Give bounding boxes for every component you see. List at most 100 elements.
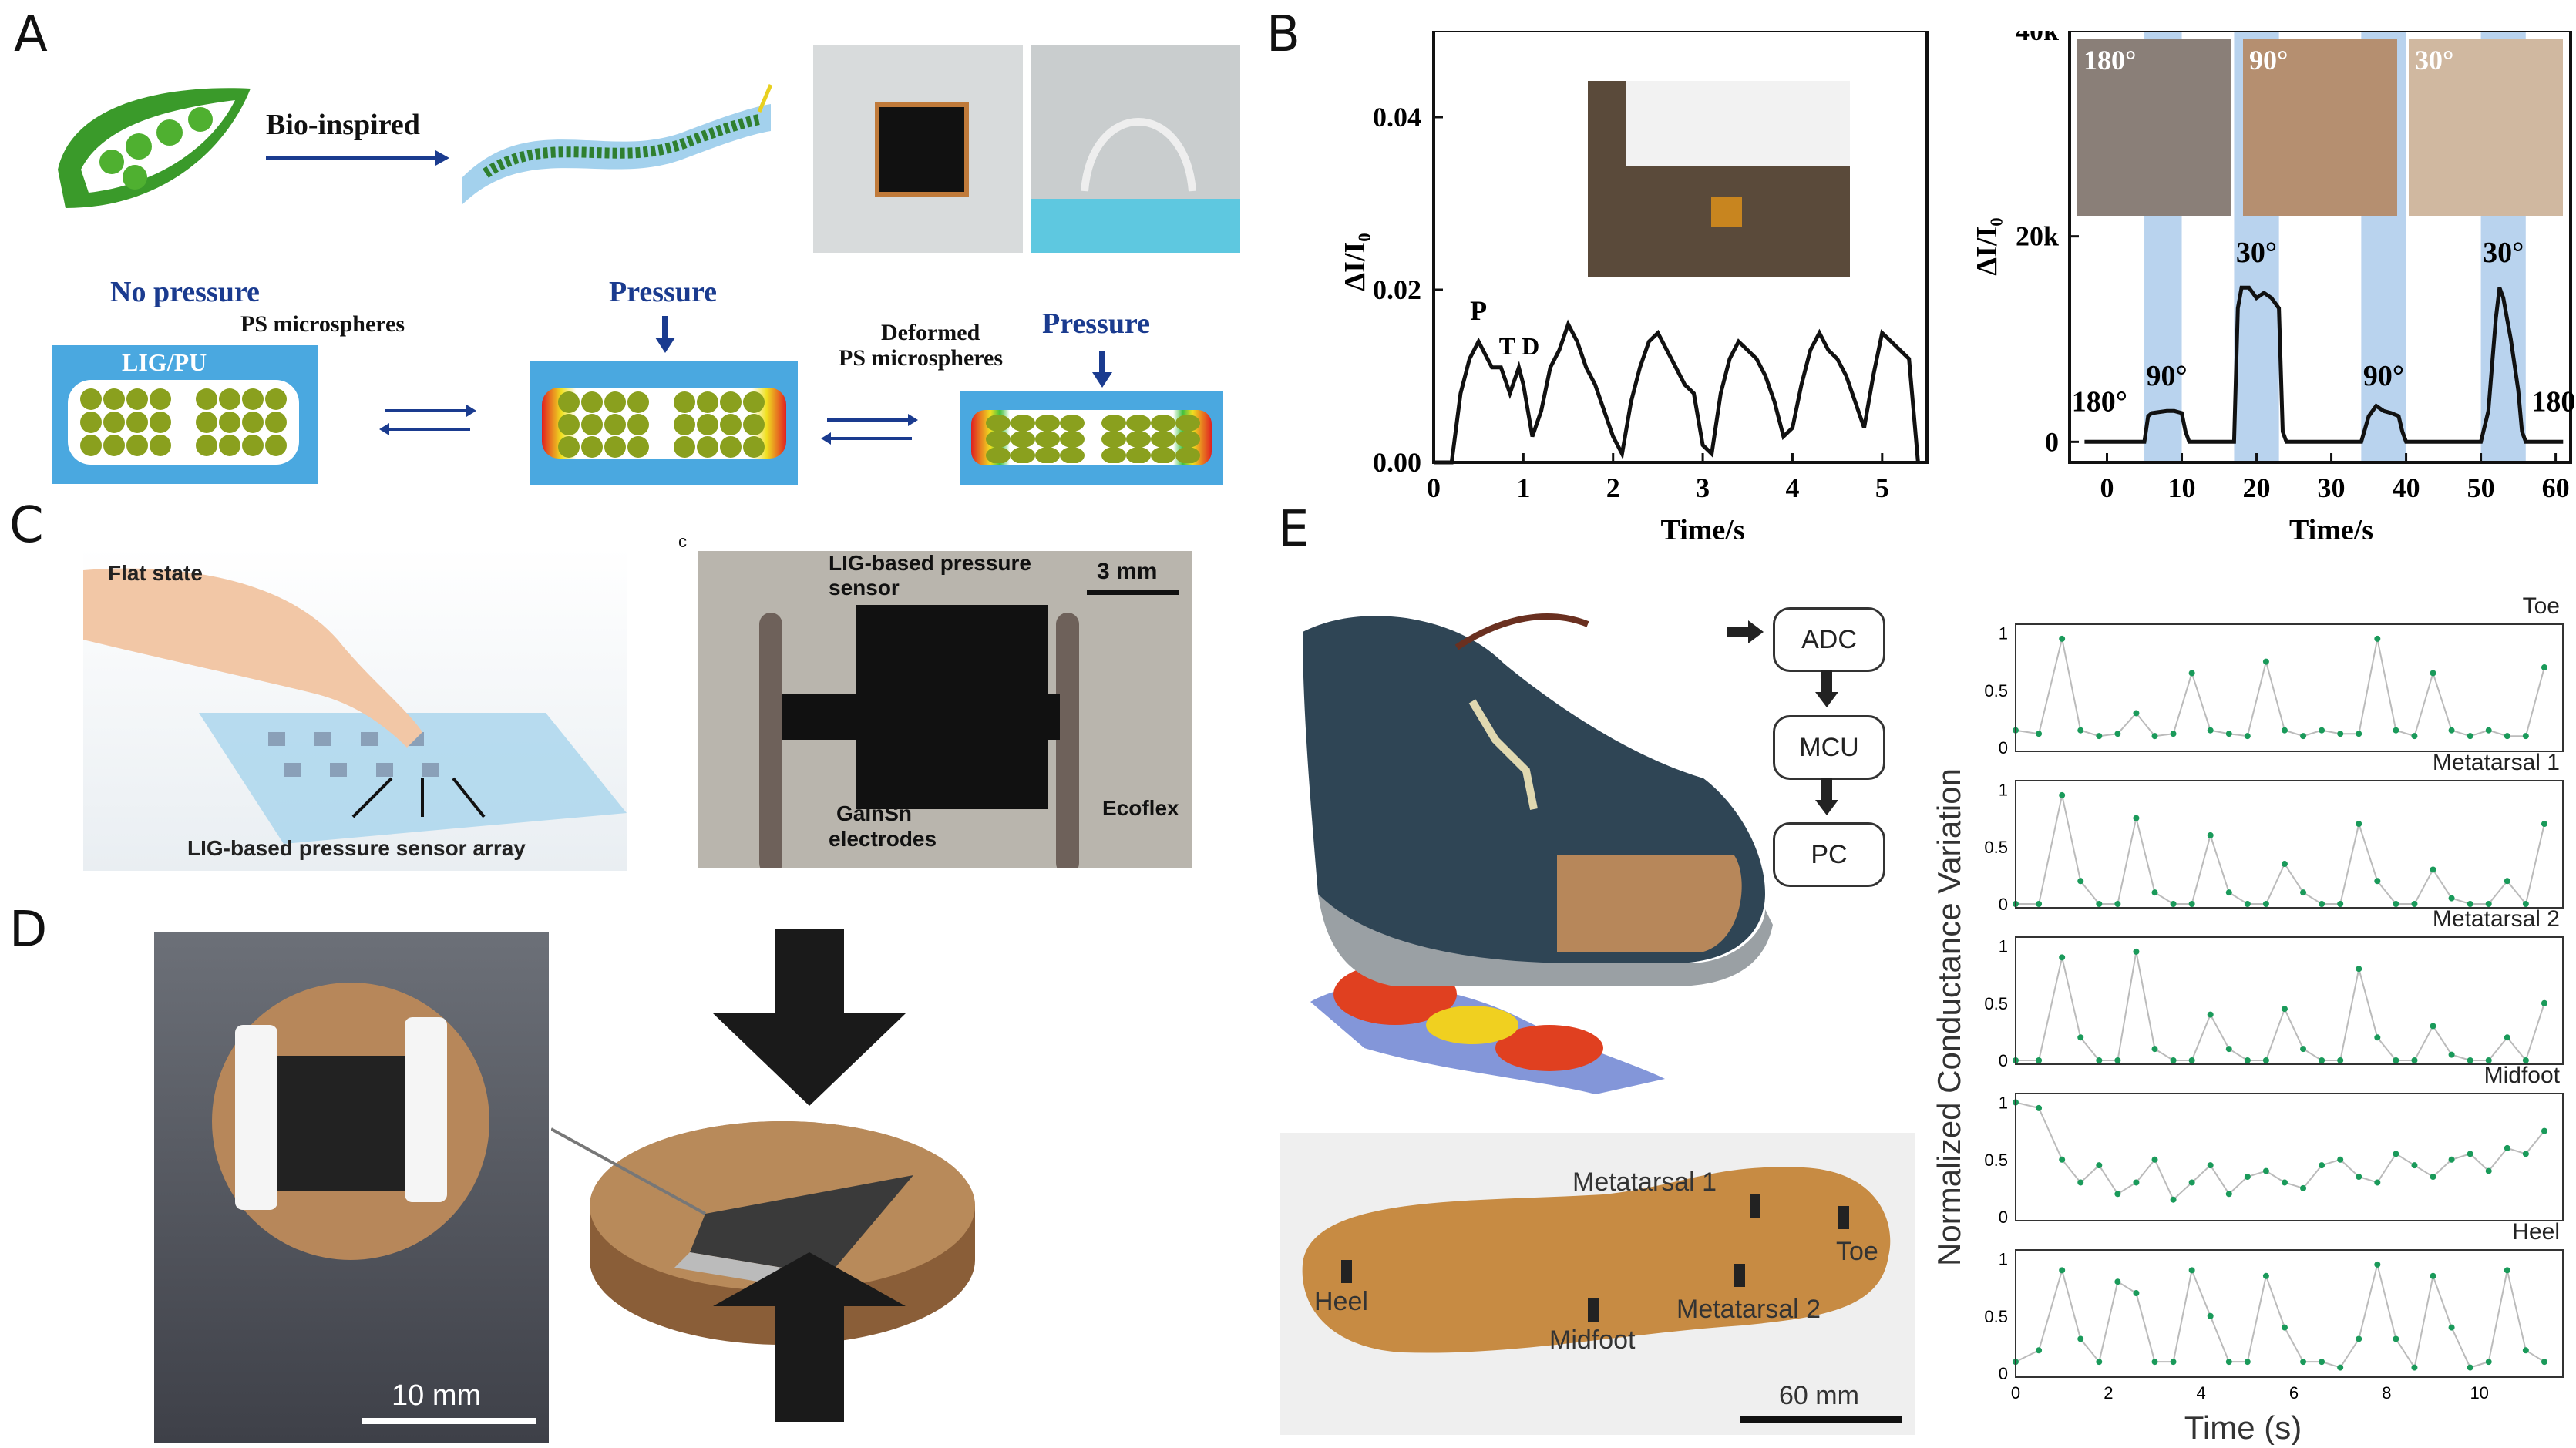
y-axis-label: ΔI/I₀ xyxy=(1971,217,2003,275)
sensor-data-point xyxy=(2374,1179,2381,1186)
sensor-data-point xyxy=(2504,1144,2510,1151)
sensor-photo-flat xyxy=(813,45,1023,253)
flow-arrow-2 xyxy=(1815,778,1838,815)
sensor-data-point xyxy=(2262,1272,2269,1279)
sensor-data-point xyxy=(2467,901,2473,907)
angle-annotation: 30° xyxy=(2483,237,2524,269)
bio-inspired-label: Bio-inspired xyxy=(266,109,420,141)
deformed-ps-label: PS microspheres xyxy=(839,345,1004,371)
sensor-data-point xyxy=(2151,1359,2158,1366)
sensor-data-point xyxy=(2207,1312,2214,1319)
sensor-data-point xyxy=(2467,1151,2473,1157)
sensor-data-point xyxy=(2467,1057,2473,1063)
sensor-data-point xyxy=(2411,1162,2418,1169)
sensor-data-point xyxy=(2522,1151,2529,1157)
sensor-data-point xyxy=(2170,901,2177,907)
sensor-y-tick-label: 0 xyxy=(1999,1051,2008,1070)
sensor-y-tick-label: 0.5 xyxy=(1984,681,2008,700)
sensor-data-point xyxy=(2319,1162,2325,1169)
sensor-data-point xyxy=(2151,733,2158,740)
sensor-data-point xyxy=(2411,901,2418,907)
sensor-data-point xyxy=(2059,1267,2066,1274)
sensor-data-point xyxy=(2188,1057,2195,1063)
y-tick-label: 0 xyxy=(2045,426,2059,457)
pressure-label-2: Pressure xyxy=(1042,307,1151,340)
sensor-data-point xyxy=(2300,889,2307,896)
sensor-data-point xyxy=(2541,999,2547,1006)
sensor-y-tick-label: 1 xyxy=(1999,781,2008,800)
sensor-data-point xyxy=(2541,1127,2547,1134)
sensor-data-point xyxy=(2262,1057,2269,1063)
sensor-data-point xyxy=(2374,878,2381,885)
sensor-data-point xyxy=(2448,1051,2455,1058)
sensor-data-point xyxy=(2077,1179,2084,1186)
arm-photo-label: 90° xyxy=(2249,45,2288,76)
flow-pc-box: PC xyxy=(1773,822,1885,887)
flexible-sensor-illustration xyxy=(462,84,773,204)
sensor-data-point xyxy=(2207,727,2214,734)
sensor-data-point xyxy=(2133,815,2140,821)
sensor-data-point xyxy=(2096,1162,2103,1169)
sensor-data-point xyxy=(2170,1196,2177,1203)
annotation-p: P xyxy=(1470,295,1487,326)
sensor-data-point xyxy=(2541,1359,2547,1366)
sensor-y-tick-label: 0.5 xyxy=(1984,1151,2008,1170)
bio-inspired-arrow xyxy=(266,150,449,166)
sensor-data-point xyxy=(2319,1057,2325,1063)
inset-photo-sensor xyxy=(1711,197,1742,227)
sensor-plot-frame xyxy=(2015,936,2564,1065)
sensor-data-point xyxy=(2114,1278,2121,1285)
sensor-data-point xyxy=(2133,948,2140,955)
x-tick-label: 40 xyxy=(2393,472,2420,503)
arm-photo-2 xyxy=(2243,39,2397,216)
scale-bar-60mm xyxy=(1740,1416,1902,1423)
chart-b-left-frame xyxy=(1432,31,1929,464)
sensor-data-point xyxy=(2133,1290,2140,1297)
sensor-plot-frame xyxy=(2015,1249,2564,1378)
sensor-data-point xyxy=(2096,901,2103,907)
sensor-data-point xyxy=(2133,710,2140,717)
sensor-data-point xyxy=(2485,1167,2492,1174)
angle-annotation: 180° xyxy=(2072,385,2127,418)
sensor-data-point xyxy=(2393,1057,2399,1063)
sensor-data-point xyxy=(2337,1057,2344,1063)
sensor-data-point xyxy=(2059,635,2066,642)
gainsn-label-2: electrodes xyxy=(829,827,937,851)
x-tick-label: 3 xyxy=(1696,472,1710,503)
sensor-data-point xyxy=(2374,635,2381,642)
arm-photo-label: 30° xyxy=(2415,45,2453,76)
sensor-data-point xyxy=(2077,727,2084,734)
x-tick-label: 0 xyxy=(1427,472,1441,503)
sensor-data-point xyxy=(2036,901,2043,907)
sensor-plot-title: Metatarsal 2 xyxy=(2433,906,2560,932)
sensor-data-point xyxy=(2225,1359,2232,1366)
sensor-data-point xyxy=(2522,1347,2529,1354)
sensor-y-tick-label: 0 xyxy=(1999,895,2008,914)
sensor-data-point xyxy=(2077,1335,2084,1342)
insole-photo: Metatarsal 1 Toe Heel Midfoot Metatarsal… xyxy=(1280,1133,1915,1435)
x-tick-label: 1 xyxy=(1516,472,1530,503)
sensor-data-point xyxy=(2504,733,2510,740)
sensor-data-point xyxy=(2300,1359,2307,1366)
gainsn-label-1: GaInSn xyxy=(836,801,913,825)
sensor-y-tick-label: 1 xyxy=(1999,1094,2008,1113)
sensor-data-point xyxy=(2337,731,2344,737)
sensor-data-point xyxy=(2207,1162,2214,1169)
sensor-data-point xyxy=(2036,731,2043,737)
sensor-data-point xyxy=(2151,889,2158,896)
sensor-data-point xyxy=(2356,1335,2362,1342)
sensor-data-point xyxy=(2337,1364,2344,1371)
lig-sensor-label-2: sensor xyxy=(829,576,900,600)
sensor-data-point xyxy=(2207,832,2214,838)
smart-shoe-illustration xyxy=(1303,613,1773,1094)
x-tick-label: 4 xyxy=(1785,472,1799,503)
angle-annotation: 90° xyxy=(2363,360,2404,392)
x-tick-label: 10 xyxy=(2168,472,2196,503)
sensor-data-point xyxy=(2485,727,2492,734)
sensor-array-label: LIG-based pressure sensor array xyxy=(187,836,526,860)
panel-letter-d: D xyxy=(9,902,48,959)
x-axis-label: Time/s xyxy=(2289,514,2373,539)
sensor-data-point xyxy=(2151,1156,2158,1163)
sensor-plot-title: Midfoot xyxy=(2484,1063,2561,1088)
